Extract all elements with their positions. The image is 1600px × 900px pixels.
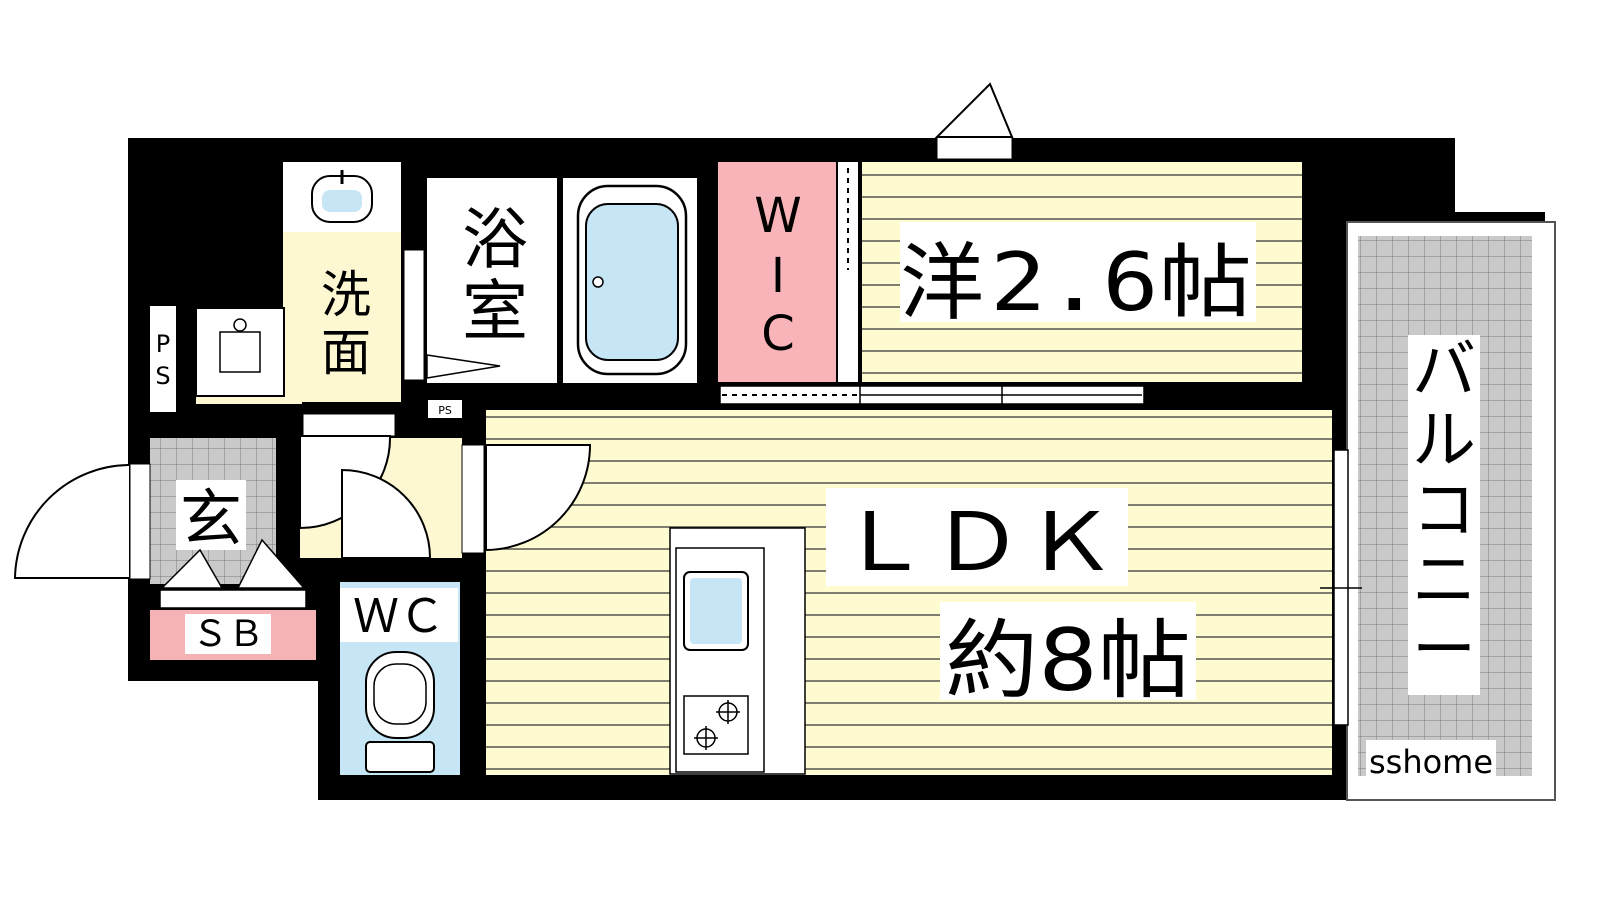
ps-left-label: P S <box>155 330 170 390</box>
wic-door-track <box>838 162 858 382</box>
svg-text:W: W <box>754 188 801 244</box>
wic-room <box>718 162 836 382</box>
toilet-tank <box>365 741 435 773</box>
balcony-label: バ ル コ ニ ー <box>1412 334 1476 688</box>
ldk-label-bg <box>826 488 1128 586</box>
washer-drain <box>233 318 247 332</box>
svg-text:コ: コ <box>1412 474 1476 548</box>
watermark-bg <box>1366 740 1496 780</box>
svg-text:I: I <box>771 248 785 304</box>
toilet-label: ＷＣ <box>353 589 445 643</box>
entrance-label: 玄 <box>180 482 242 555</box>
watermark: sshome <box>1369 743 1493 781</box>
bath-door-icon <box>426 354 501 379</box>
stove-burner-icon <box>694 700 740 750</box>
sink-water <box>322 190 362 212</box>
balcony-label-bg <box>1408 335 1480 695</box>
shoe-step-right <box>236 538 306 589</box>
washroom-label: 洗 面 <box>321 266 371 382</box>
svg-text:C: C <box>761 306 795 362</box>
svg-text:2.6帖: 2.6帖 <box>990 236 1252 329</box>
toilet-label-bg <box>340 588 458 642</box>
entrance-door-jamb <box>129 463 151 580</box>
shoebox-label: ＳＢ <box>192 614 264 655</box>
svg-text:洋: 洋 <box>900 234 984 332</box>
svg-text:P: P <box>156 330 170 358</box>
western-label: 洋 2.6帖 <box>900 234 1252 332</box>
shoebox-label-bg <box>185 614 271 654</box>
svg-text:ル: ル <box>1412 404 1476 478</box>
wc-door-swing <box>341 468 432 559</box>
ldk-door-jamb <box>461 444 485 554</box>
kitchen-stove <box>683 695 749 755</box>
svg-text:面: 面 <box>321 324 371 382</box>
svg-text:洗: 洗 <box>321 266 371 324</box>
ldk-door-swing <box>485 444 592 552</box>
top-window <box>936 136 1013 160</box>
wash-door-jamb <box>403 249 425 381</box>
ps-small-box <box>428 400 462 418</box>
shoebox-top <box>159 589 307 609</box>
washer-pan-inner <box>219 331 261 373</box>
entrance-label-bg <box>176 480 246 550</box>
toilet-seat <box>373 663 427 725</box>
ps-small-label: PS <box>438 404 452 417</box>
bath-label: 浴 室 <box>462 201 528 350</box>
ldk-label: ＬＤＫ <box>837 496 1117 589</box>
svg-text:室: 室 <box>462 273 528 350</box>
bathtub-drain <box>592 276 604 288</box>
wic-label: W I C <box>754 188 801 362</box>
western-label-bg <box>900 222 1256 322</box>
svg-text:バ: バ <box>1412 334 1476 408</box>
entrance-door-swing <box>13 463 131 579</box>
svg-text:浴: 浴 <box>462 201 528 278</box>
ldk-room <box>486 410 1332 775</box>
hall-door-header <box>302 413 396 437</box>
ldk-size-label: 約8帖 <box>945 611 1191 711</box>
svg-text:ー: ー <box>1412 614 1476 688</box>
bathtub-inner <box>585 203 679 361</box>
kitchen-sink-water <box>690 578 742 644</box>
top-window-swing <box>934 82 1014 138</box>
shoe-step-left <box>160 548 224 589</box>
svg-text:ニ: ニ <box>1412 544 1476 618</box>
ldk-size-bg <box>940 602 1196 700</box>
ps-left-box <box>150 306 176 412</box>
bathroom-divider <box>557 178 563 383</box>
svg-text:S: S <box>155 362 170 390</box>
